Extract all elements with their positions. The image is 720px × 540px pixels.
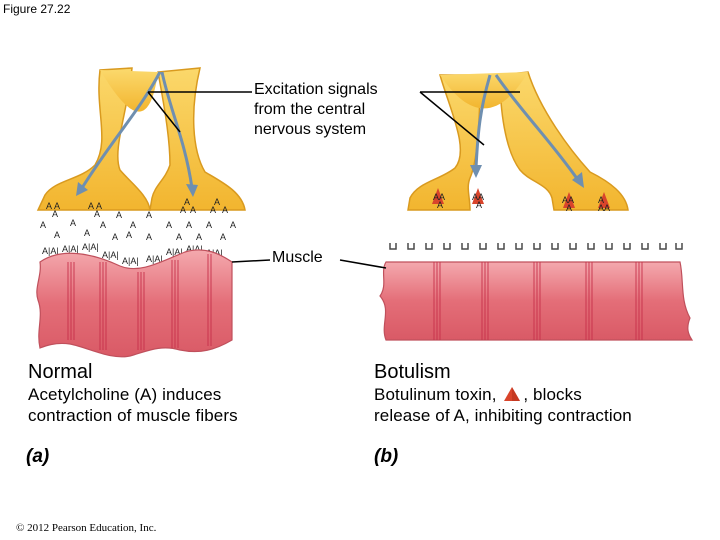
normal-muscle-fiber	[36, 249, 233, 358]
callout-line-2: from the central	[254, 101, 366, 118]
svg-text:A: A	[598, 195, 604, 205]
normal-description-line-1: Acetylcholine (A) induces	[28, 385, 222, 404]
callout-line-3: nervous system	[254, 121, 367, 138]
trapped-acetylcholine: AAA AAA AAA AAA	[433, 192, 610, 213]
svg-text:A: A	[206, 220, 212, 230]
svg-text:AA: AA	[433, 192, 445, 202]
svg-text:A|A|: A|A|	[186, 244, 203, 254]
normal-axon-arrowheads	[76, 182, 198, 197]
svg-text:A: A	[146, 210, 152, 220]
toxin-triangle-icon	[504, 387, 521, 401]
botulism-title: Botulism	[374, 361, 451, 383]
normal-description: Acetylcholine (A) induces contraction of…	[28, 384, 238, 426]
normal-title: Normal	[28, 361, 93, 383]
panel-a-letter: (a)	[26, 446, 50, 467]
svg-text:A: A	[94, 209, 100, 219]
svg-text:A: A	[96, 201, 102, 211]
svg-text:A: A	[84, 228, 90, 238]
svg-text:A|A|: A|A|	[62, 244, 79, 254]
botulism-description-after: , blocks	[523, 385, 582, 404]
svg-text:A: A	[166, 220, 172, 230]
svg-text:A: A	[566, 203, 572, 213]
callout-leader-lines	[147, 91, 520, 146]
svg-text:A: A	[54, 230, 60, 240]
callout-line-1: Excitation signals	[254, 81, 378, 98]
svg-text:A: A	[210, 205, 216, 215]
svg-text:A: A	[180, 205, 186, 215]
svg-text:A: A	[116, 210, 122, 220]
botulism-description-line-1: Botulinum toxin, , blocks	[374, 384, 714, 405]
svg-text:A|A|: A|A|	[42, 246, 59, 256]
svg-text:A: A	[214, 197, 220, 207]
svg-text:A: A	[112, 232, 118, 242]
svg-text:A: A	[40, 220, 46, 230]
svg-text:A: A	[176, 232, 182, 242]
svg-text:A: A	[88, 201, 94, 211]
botulism-axon-arrows	[474, 74, 580, 181]
botulism-description-before: Botulinum toxin,	[374, 385, 497, 404]
svg-text:A: A	[126, 230, 132, 240]
svg-text:A: A	[184, 197, 190, 207]
svg-text:A: A	[230, 220, 236, 230]
botulinum-toxin-markers	[432, 188, 610, 208]
botulism-description: Botulinum toxin, , blocks release of A, …	[374, 384, 714, 426]
svg-text:A: A	[130, 220, 136, 230]
muscle-leader-lines	[231, 259, 387, 269]
svg-text:A: A	[46, 201, 52, 211]
botulism-axon-arrowheads	[470, 165, 584, 188]
svg-text:A: A	[186, 220, 192, 230]
svg-text:A: A	[70, 218, 76, 228]
svg-text:A: A	[52, 209, 58, 219]
botulism-description-line-2: release of A, inhibiting contraction	[374, 406, 632, 425]
svg-text:A|A|: A|A|	[82, 242, 99, 252]
svg-text:A: A	[476, 200, 482, 210]
svg-text:A|A|: A|A|	[146, 254, 163, 264]
svg-text:A: A	[437, 200, 443, 210]
svg-text:AA: AA	[472, 192, 484, 202]
svg-text:AA: AA	[562, 195, 574, 205]
svg-text:A: A	[190, 205, 196, 215]
botulism-muscle-fiber	[379, 261, 694, 341]
svg-text:A: A	[100, 220, 106, 230]
svg-text:AA: AA	[598, 203, 610, 213]
copyright-notice: © 2012 Pearson Education, Inc.	[16, 522, 157, 534]
panel-b-letter: (b)	[374, 446, 399, 467]
svg-text:A|A|: A|A|	[102, 250, 119, 260]
figure-label: Figure 27.22	[3, 2, 71, 16]
normal-axon-arrows	[80, 71, 194, 189]
normal-description-line-2: contraction of muscle fibers	[28, 406, 238, 425]
svg-text:A: A	[54, 201, 60, 211]
empty-receptors	[389, 243, 683, 250]
svg-text:A: A	[196, 232, 202, 242]
svg-text:A|A|: A|A|	[166, 247, 183, 257]
svg-text:A: A	[146, 232, 152, 242]
botulism-neuron-right	[440, 71, 629, 211]
svg-text:A: A	[220, 232, 226, 242]
svg-text:A: A	[222, 205, 228, 215]
muscle-label: Muscle	[272, 249, 323, 266]
excitation-signals-label: Excitation signals from the central nerv…	[254, 80, 378, 140]
svg-text:A|A|: A|A|	[122, 256, 139, 266]
